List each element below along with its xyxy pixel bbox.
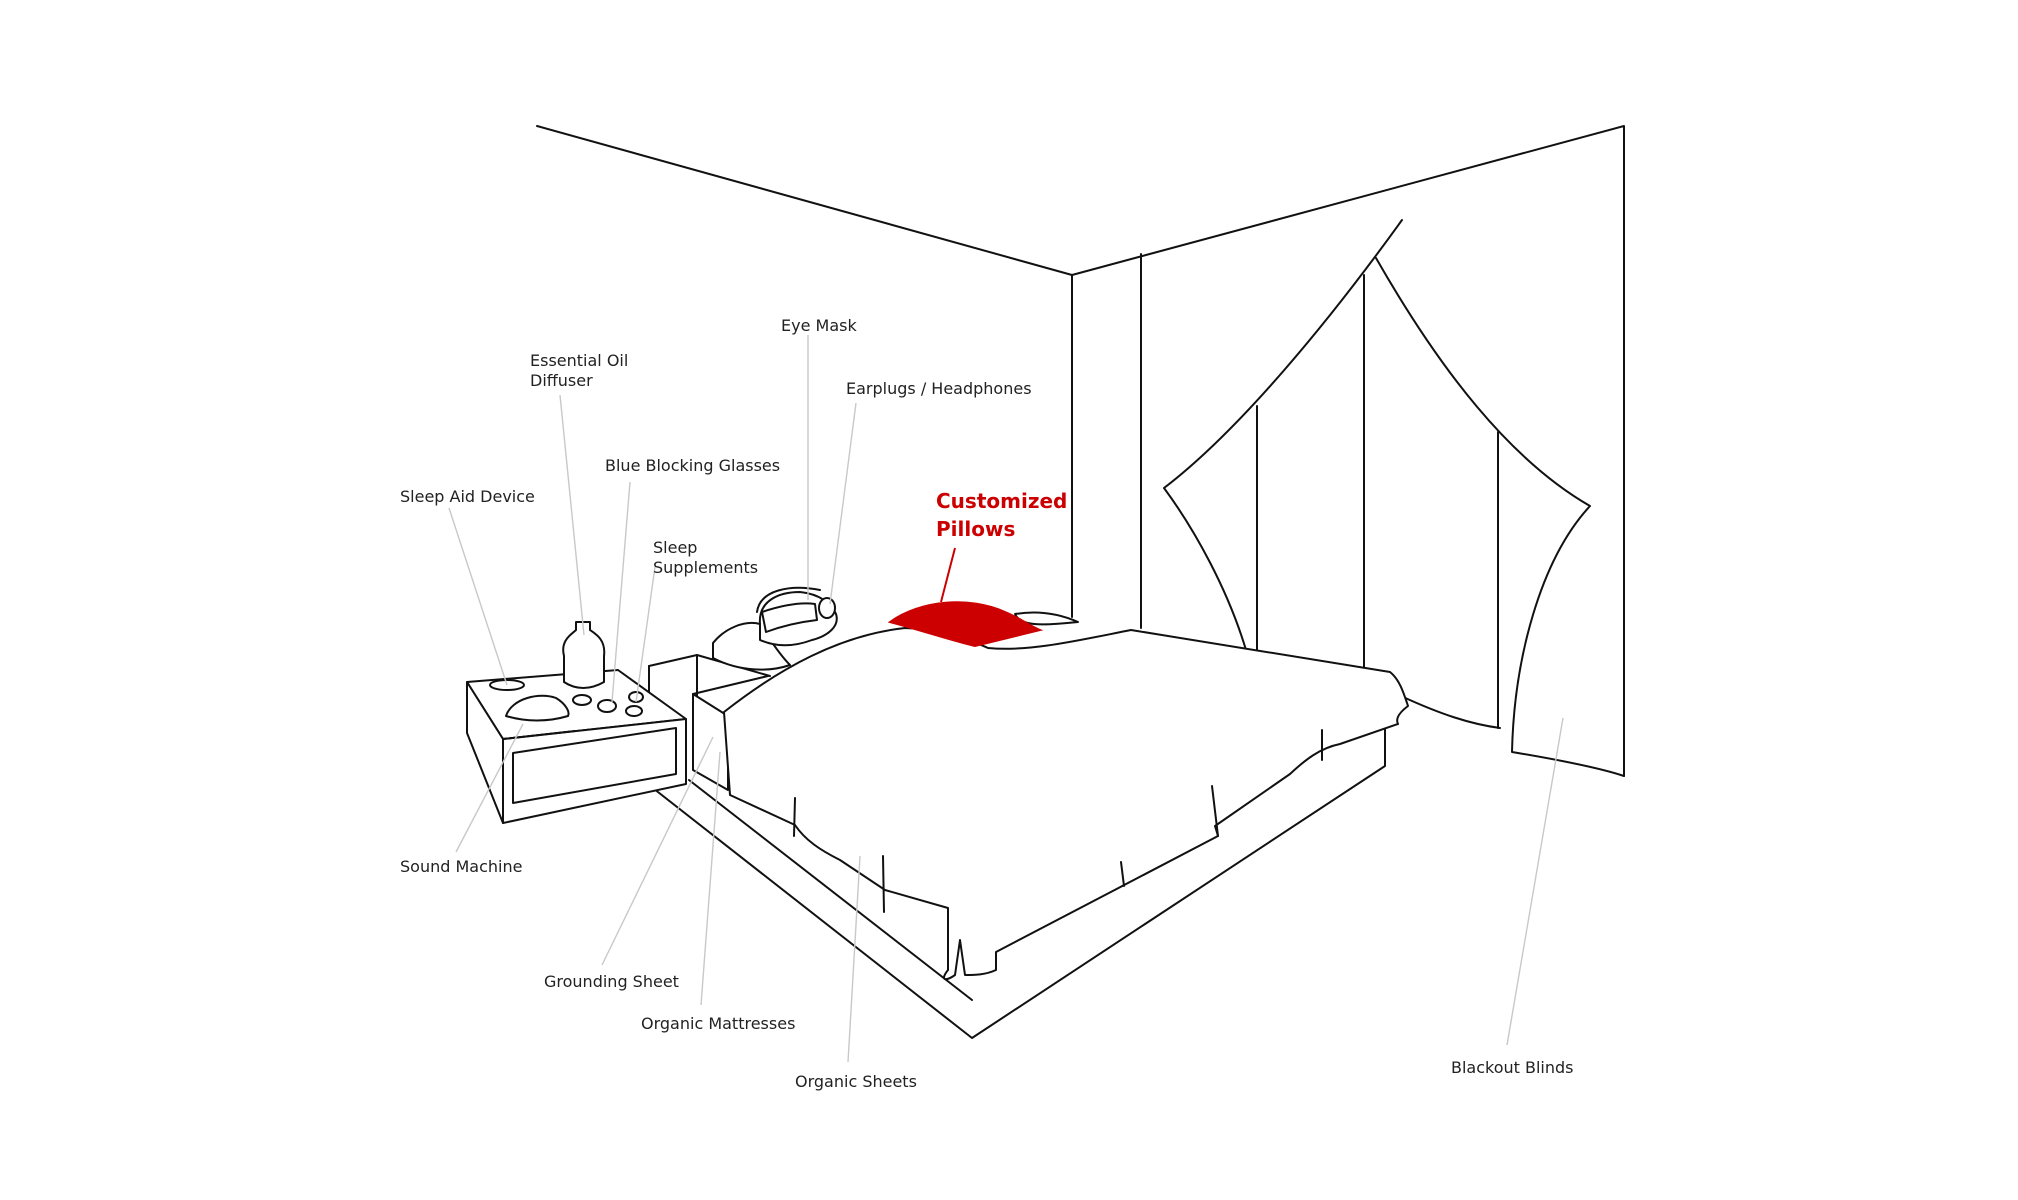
label-blue-blocking-glasses: Blue Blocking Glasses — [605, 456, 781, 475]
nightstand-drawer — [512, 727, 677, 804]
label-organic-sheets: Organic Sheets — [795, 1072, 917, 1091]
label-essential-oil-diffuser: Essential Oil Diffuser — [530, 351, 629, 390]
duvet-fold-4 — [882, 855, 885, 913]
eye-mask-shape — [761, 602, 818, 633]
blackout-blinds — [1163, 219, 1625, 777]
label-sleep-supplements: Sleep Supplements — [653, 538, 759, 577]
label-organic-mattresses: Organic Mattresses — [641, 1014, 796, 1033]
blind-bottom-edge — [1400, 695, 1501, 729]
curtain-left-edge — [1163, 219, 1403, 651]
leader-organic-mattresses — [700, 751, 721, 1006]
leader-sound-machine — [455, 723, 524, 853]
glasses-lens-right — [597, 699, 617, 713]
leader-blackout-blinds — [1506, 717, 1564, 1046]
pillows — [712, 601, 1079, 671]
leader-grounding-sheet — [601, 736, 714, 966]
duvet-body — [723, 627, 1409, 981]
supplement-pill-2 — [625, 705, 643, 717]
leader-sleep-aid-device — [448, 507, 508, 686]
leader-earplugs-headphones — [829, 402, 857, 605]
sound-machine-shape — [505, 694, 570, 722]
label-sound-machine: Sound Machine — [400, 857, 523, 876]
bed-platform-inner-edge — [688, 779, 973, 1001]
curtain-right-edge — [1375, 257, 1625, 777]
organic-sheets — [723, 627, 1409, 981]
label-eye-mask: Eye Mask — [781, 316, 857, 335]
nightstand-top-inner-edge — [502, 730, 576, 740]
nightstand-items — [489, 621, 644, 722]
headphone-band — [756, 586, 821, 613]
duvet-fold-1 — [1120, 861, 1125, 887]
nightstand — [466, 669, 687, 824]
label-grounding-sheet: Grounding Sheet — [544, 972, 679, 991]
glasses-lens-left — [572, 694, 592, 706]
mattress-top-edge — [692, 675, 769, 695]
leader-blue-blocking-glasses — [611, 481, 631, 703]
leader-customized-pillows — [940, 547, 956, 603]
label-blackout-blinds: Blackout Blinds — [1451, 1058, 1574, 1077]
leader-organic-sheets — [847, 855, 861, 1063]
duvet-fold-2 — [1211, 785, 1219, 837]
room-walls — [536, 125, 1625, 777]
leader-essential-oil-diffuser — [559, 394, 585, 636]
nightstand-side — [466, 681, 504, 824]
sleeper-head — [756, 586, 838, 647]
leader-sleep-supplements — [635, 566, 656, 703]
leader-lines — [448, 335, 1564, 1063]
label-sleep-aid-device: Sleep Aid Device — [400, 487, 535, 506]
ceiling-left-line — [536, 125, 1625, 777]
duvet-fold-5 — [793, 797, 796, 837]
customized-pillow-shape — [887, 601, 1044, 648]
headphone-earcup — [818, 597, 836, 619]
label-customized-pillows: Customized Pillows — [936, 489, 1068, 541]
rear-pillow — [712, 622, 791, 671]
essential-oil-diffuser-shape — [562, 621, 606, 689]
label-earplugs-headphones: Earplugs / Headphones — [846, 379, 1032, 398]
